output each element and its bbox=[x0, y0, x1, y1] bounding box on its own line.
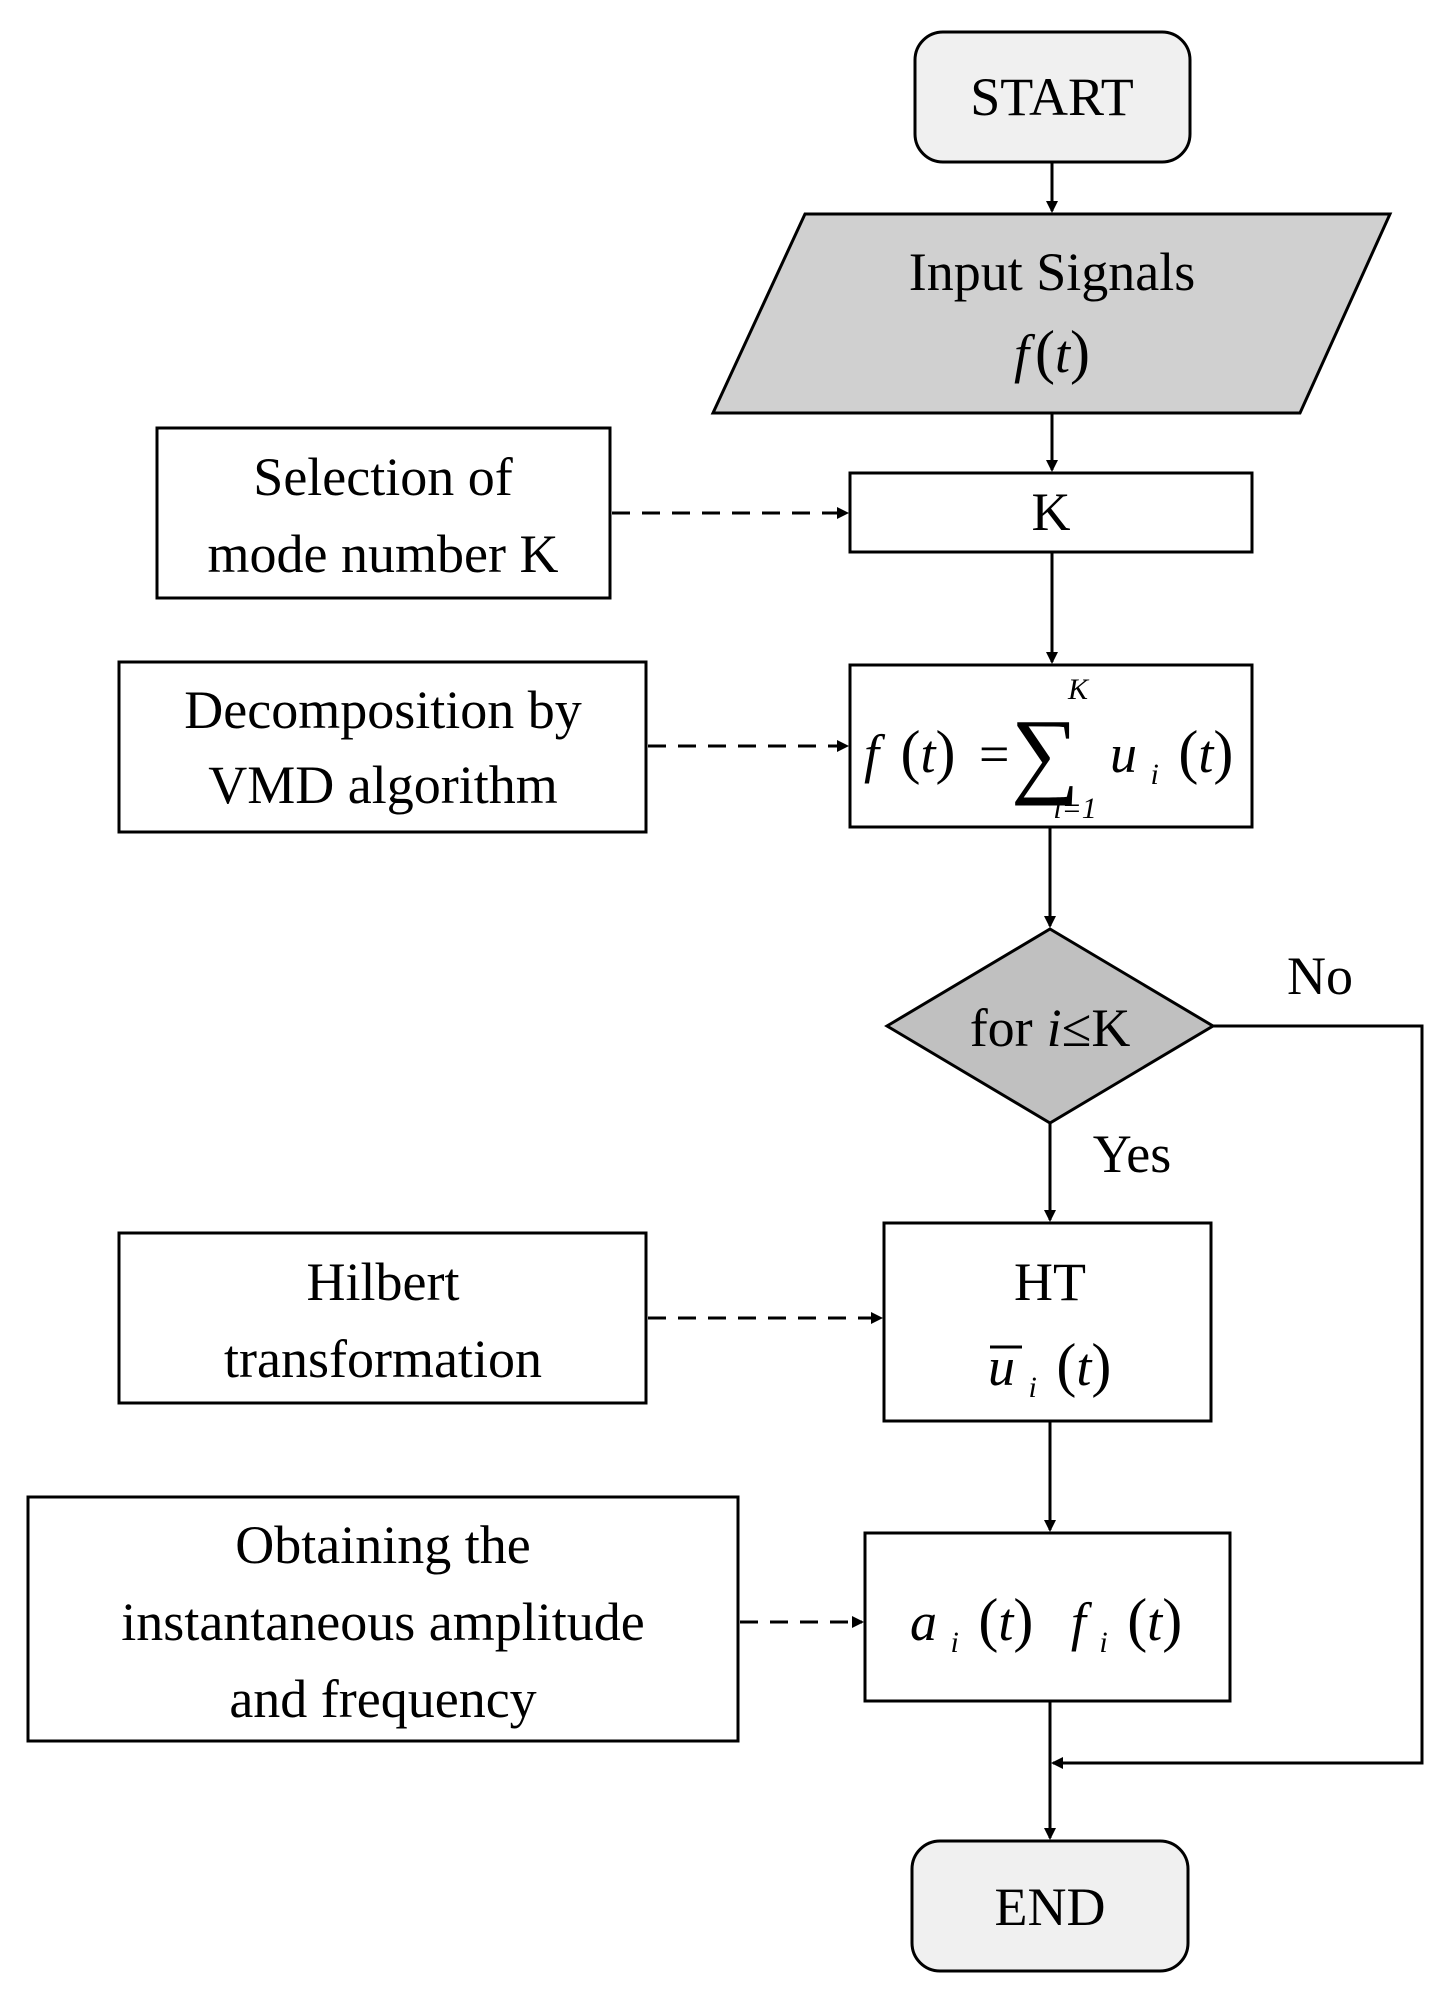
vmd-note: Decomposition by VMD algorithm bbox=[117, 660, 648, 834]
end-terminal: END bbox=[910, 1839, 1190, 1973]
amplitude-frequency-node: a i (t) f i (t) bbox=[863, 1531, 1232, 1703]
decomposition-node: f (t) = ∑ K i=1 u i (t) bbox=[848, 663, 1254, 829]
selection-line-2: mode number K bbox=[208, 524, 559, 584]
vmd-line-1: Decomposition by bbox=[184, 680, 581, 740]
sum-upper-limit: K bbox=[1067, 673, 1090, 706]
no-branch-line bbox=[1051, 1024, 1424, 1769]
sum-lower-limit: i=1 bbox=[1053, 792, 1097, 825]
sigma-symbol: ∑ bbox=[1011, 699, 1079, 806]
input-signals-label: Input Signals bbox=[909, 242, 1196, 302]
decomposition-mode: u i (t) bbox=[1110, 719, 1233, 796]
k-node: K bbox=[848, 471, 1254, 554]
k-label: K bbox=[1032, 482, 1071, 542]
input-function-label: f(t) bbox=[1014, 319, 1090, 385]
no-label: No bbox=[1287, 946, 1353, 1006]
hilbert-line-1: Hilbert bbox=[307, 1252, 460, 1312]
yes-label: Yes bbox=[1093, 1124, 1172, 1184]
vmd-line-2: VMD algorithm bbox=[208, 755, 557, 815]
ht-function: u i (t) bbox=[988, 1332, 1111, 1409]
input-signals-node: Input Signals f(t) bbox=[710, 212, 1393, 415]
obtaining-line-3: and frequency bbox=[229, 1669, 536, 1729]
obtaining-line-2: instantaneous amplitude bbox=[121, 1592, 644, 1652]
obtaining-note: Obtaining the instantaneous amplitude an… bbox=[26, 1495, 740, 1743]
hilbert-line-2: transformation bbox=[224, 1329, 542, 1389]
amplitude-frequency-formula: a i (t) f i (t) bbox=[910, 1587, 1182, 1664]
selection-line-1: Selection of bbox=[253, 447, 512, 507]
ht-label: HT bbox=[1014, 1252, 1086, 1312]
obtaining-line-1: Obtaining the bbox=[235, 1515, 530, 1575]
selection-note: Selection of mode number K bbox=[155, 426, 612, 600]
decomposition-formula: f (t) = bbox=[864, 719, 1009, 785]
start-terminal: START bbox=[913, 30, 1192, 164]
hilbert-note: Hilbert transformation bbox=[117, 1231, 648, 1405]
start-label: START bbox=[970, 67, 1133, 127]
end-label: END bbox=[995, 1877, 1106, 1937]
ht-node: HT u i (t) bbox=[882, 1221, 1213, 1423]
